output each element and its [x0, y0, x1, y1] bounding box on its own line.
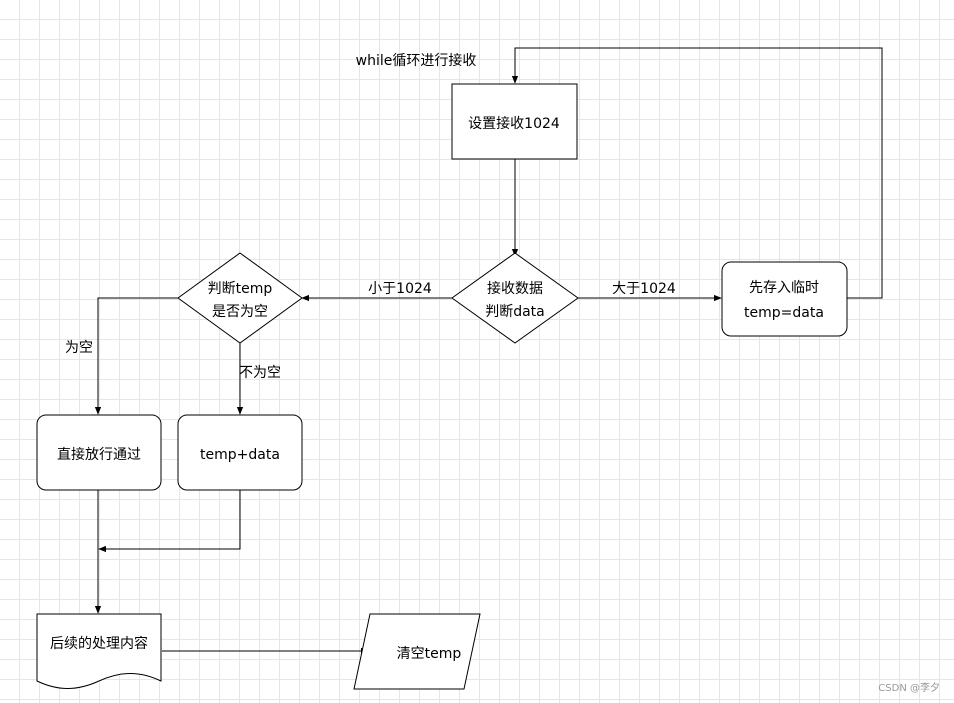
store-temp-label-2: temp=data	[744, 305, 824, 321]
edge-append-merge	[98, 490, 241, 553]
append-label: temp+data	[200, 447, 280, 463]
loop-label: while循环进行接收	[356, 52, 477, 69]
watermark: CSDN @李夕	[878, 681, 940, 694]
less-than-label: 小于1024	[368, 281, 432, 297]
empty-label: 为空	[65, 340, 93, 356]
not-empty-label: 不为空	[239, 365, 281, 381]
set-receive-label: 设置接收1024	[468, 115, 560, 132]
temp-empty-label-2: 是否为空	[212, 304, 268, 320]
pass-through-label: 直接放行通过	[57, 446, 141, 463]
post-process-node	[36, 613, 162, 689]
post-process-label: 后续的处理内容	[50, 635, 148, 652]
greater-than-label: 大于1024	[612, 281, 676, 297]
store-temp-label-1: 先存入临时	[749, 280, 819, 296]
set-receive-node	[451, 83, 578, 160]
pass-through-node	[36, 414, 162, 491]
clear-temp-node	[353, 613, 481, 690]
clear-temp-label: 清空temp	[397, 646, 462, 662]
edge-loop-back	[511, 47, 883, 299]
receive-judge-label-1: 接收数据	[487, 280, 543, 297]
receive-judge-decision	[451, 252, 579, 344]
edge-empty	[94, 297, 178, 415]
append-node	[177, 414, 303, 491]
temp-empty-label-1: 判断temp	[208, 281, 273, 297]
temp-empty-decision	[177, 252, 303, 344]
store-temp-node	[721, 261, 848, 337]
receive-judge-label-2: 判断data	[485, 304, 545, 320]
